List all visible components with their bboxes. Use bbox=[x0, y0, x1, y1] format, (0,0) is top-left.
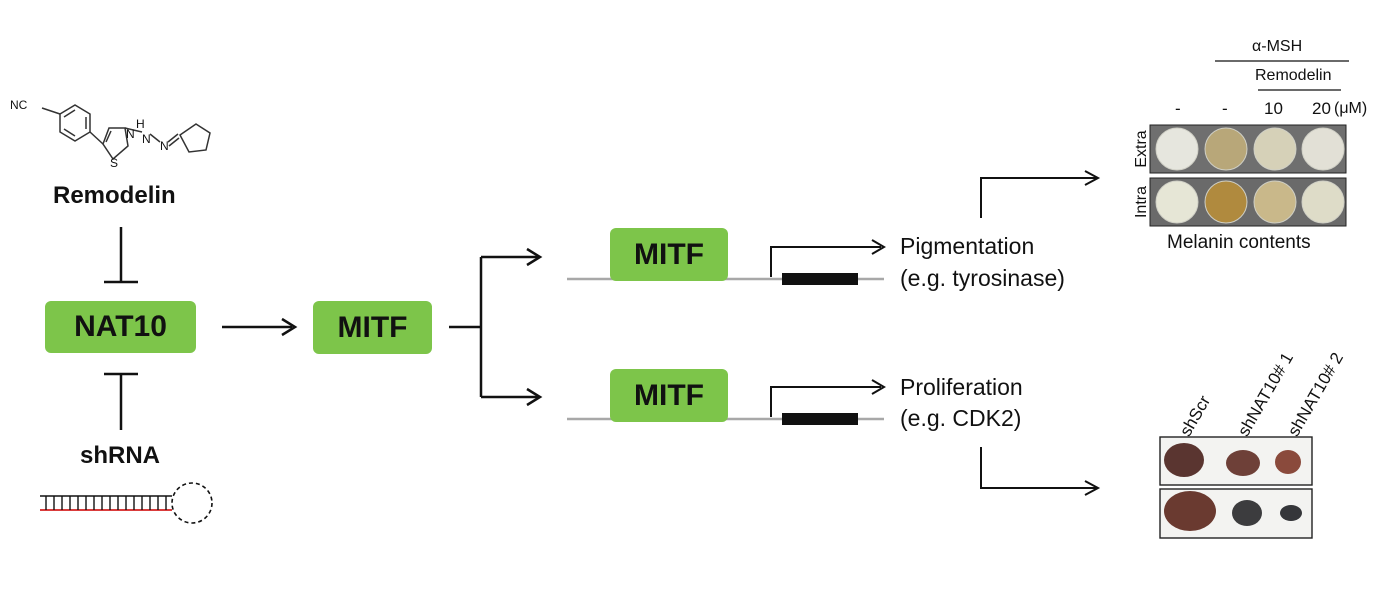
extra-row-label: Extra bbox=[1133, 130, 1150, 168]
remodelin-structure-icon bbox=[41, 104, 211, 161]
remodelin-treatment-label: Remodelin bbox=[1255, 67, 1332, 84]
mitf-top-label: MITF bbox=[634, 237, 704, 271]
proliferation-label: Proliferation bbox=[900, 374, 1023, 400]
shrna-hairpin-icon bbox=[40, 482, 213, 524]
mitf-bottom-label: MITF bbox=[634, 378, 704, 412]
mitf-bottom-box: MITF bbox=[610, 369, 728, 422]
melanin-caption: Melanin contents bbox=[1167, 232, 1311, 253]
mitf-branch-arrows bbox=[449, 247, 543, 407]
pigmentation-example-label: (e.g. tyrosinase) bbox=[900, 265, 1065, 291]
melanin-wells-photo bbox=[1149, 124, 1347, 227]
nat10-label: NAT10 bbox=[74, 310, 167, 343]
pigmentation-label: Pigmentation bbox=[900, 233, 1035, 259]
nat10-box: NAT10 bbox=[45, 301, 196, 353]
alpha-msh-label: α-MSH bbox=[1252, 38, 1303, 55]
tumor-photo bbox=[1159, 436, 1313, 539]
concentration-unit-label: (μM) bbox=[1334, 100, 1368, 117]
proliferation-to-panel-arrow bbox=[980, 447, 1101, 496]
lane-1-label: - bbox=[1175, 99, 1181, 118]
lane-4-label: 20 bbox=[1312, 99, 1331, 118]
remodelin-inhibition-arrow bbox=[104, 227, 138, 284]
lane-2-label: - bbox=[1222, 99, 1228, 118]
remodelin-label: Remodelin bbox=[53, 182, 176, 209]
pigmentation-to-panel-arrow bbox=[980, 170, 1101, 218]
thiazole-n-label: N bbox=[126, 127, 135, 141]
nat10-to-mitf-arrow bbox=[222, 317, 298, 337]
lane-3-label: 10 bbox=[1264, 99, 1283, 118]
nitrile-label: NC bbox=[10, 98, 28, 112]
mitf-top-box: MITF bbox=[610, 228, 728, 281]
intra-row-label: Intra bbox=[1133, 186, 1150, 219]
mitf-main-box: MITF bbox=[313, 301, 432, 354]
shrna-label: shRNA bbox=[80, 442, 161, 469]
hydrazine-n-label: N bbox=[142, 132, 151, 146]
thiazole-s-label: S bbox=[110, 156, 119, 170]
imine-n-label: N bbox=[160, 139, 169, 153]
shrna-inhibition-arrow bbox=[104, 372, 138, 430]
mitf-main-label: MITF bbox=[337, 310, 408, 344]
nh-label: H bbox=[136, 117, 145, 131]
proliferation-example-label: (e.g. CDK2) bbox=[900, 405, 1022, 431]
melanin-header-lines bbox=[1215, 60, 1349, 91]
